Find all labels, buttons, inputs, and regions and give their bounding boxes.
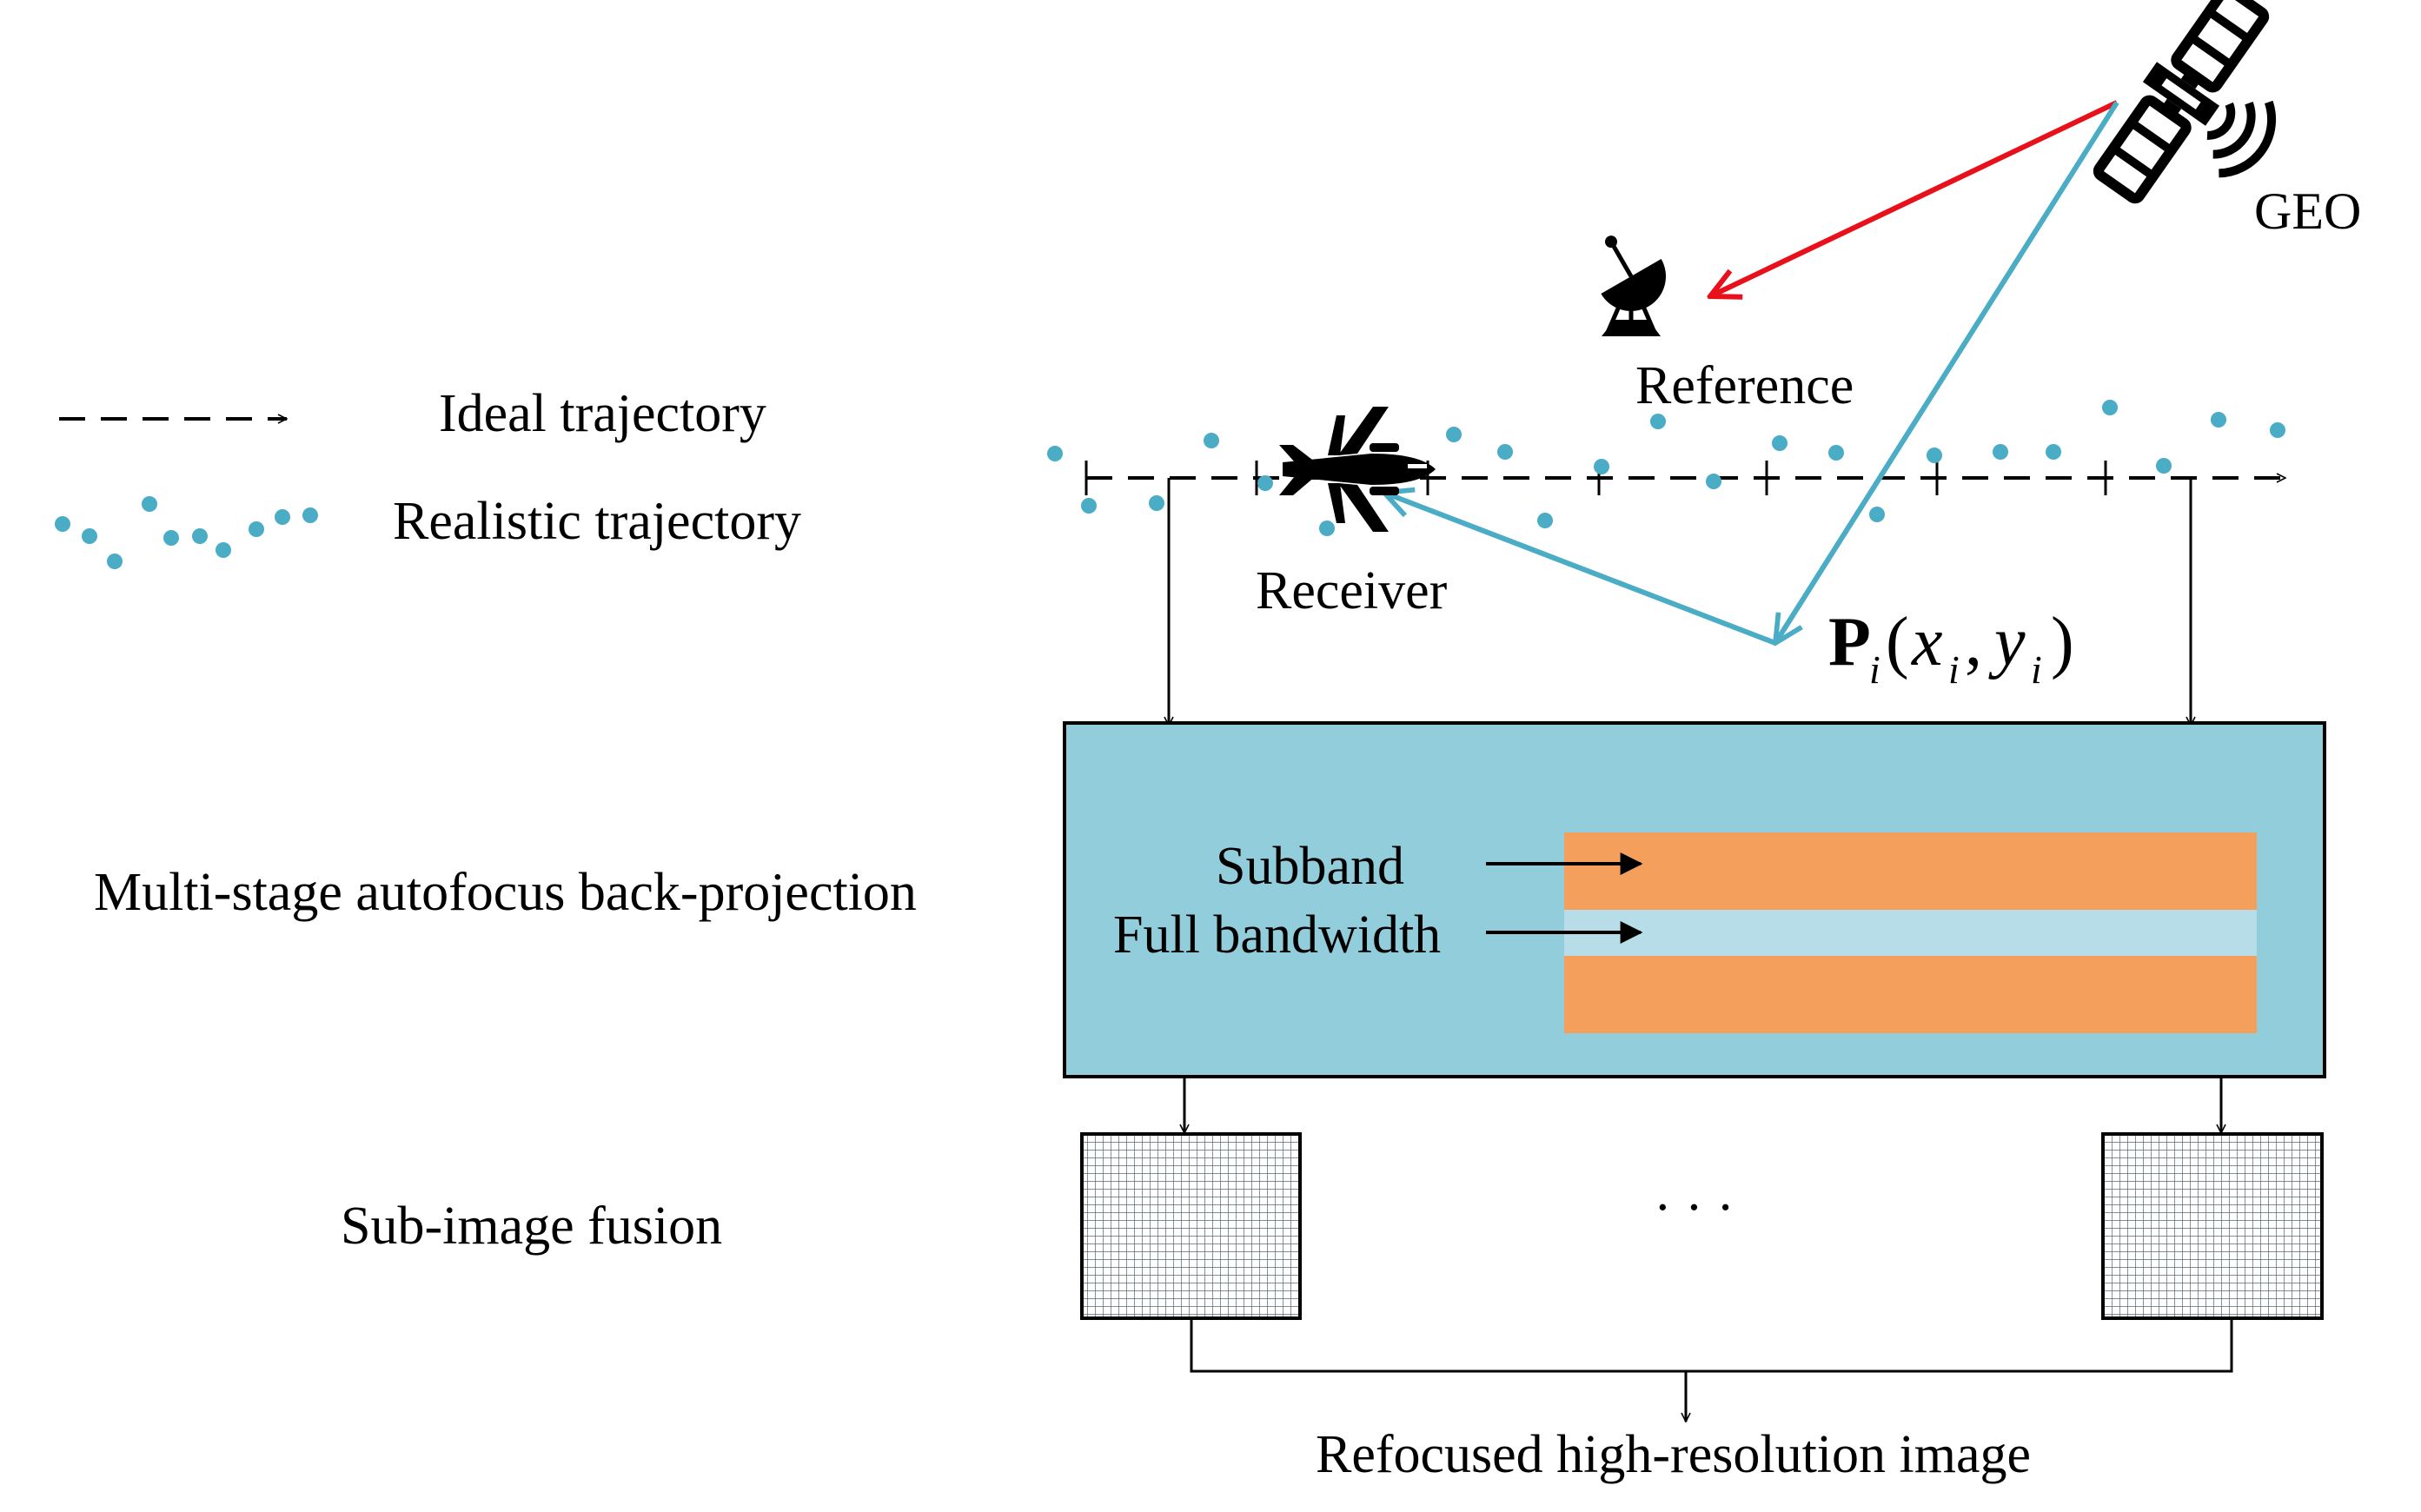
legend-realistic-dots: [55, 496, 318, 569]
sub-image-left: [1080, 1132, 1302, 1320]
point-y-sub: i: [2031, 647, 2042, 692]
airplane-icon: [1279, 407, 1436, 532]
geo-label: GEO: [2254, 182, 2361, 240]
fusion-stage-label: Sub-image fusion: [341, 1197, 722, 1256]
point-comma: ,: [1965, 604, 1982, 680]
realistic-trajectory: [1047, 400, 2285, 536]
full-bandwidth-bar: [1564, 910, 2257, 956]
ellipsis: · · ·: [1654, 1178, 1734, 1237]
subband-bar-top: [1564, 832, 2257, 910]
receiver-label: Receiver: [1256, 561, 1448, 620]
scattered-signal-incident: [1775, 101, 2119, 643]
point-close-paren: ): [2051, 604, 2074, 680]
point-open-paren: (: [1886, 604, 1909, 680]
full-bandwidth-label: Full bandwidth: [1113, 905, 1441, 965]
point-x-sub: i: [1948, 647, 1960, 692]
sub-image-right: [2101, 1132, 2324, 1320]
direct-signal-arrow: [1710, 100, 2119, 296]
output-label: Refocused high-resolution image: [1316, 1425, 2031, 1484]
backprojection-stage-label: Multi-stage autofocus back-projection: [94, 863, 917, 922]
satellite-icon: [2093, 0, 2277, 204]
legend-ideal-label: Ideal trajectory: [439, 384, 766, 443]
subband-bar-bottom: [1564, 956, 2257, 1033]
point-P: P: [1828, 604, 1871, 680]
point-y: y: [1988, 604, 2026, 680]
satellite-dish-icon: [1601, 235, 1666, 336]
fusion-connector: [1190, 1318, 2233, 1373]
target-point-label: P i ( x i , y i ): [1828, 604, 2074, 692]
reference-label: Reference: [1635, 356, 1854, 415]
scattered-signal-reflected: [1384, 493, 1777, 646]
point-sub-i: i: [1869, 647, 1880, 692]
point-x: x: [1911, 604, 1943, 680]
legend: Ideal trajectory Realistic trajectory: [55, 384, 801, 569]
subband-label: Subband: [1216, 837, 1404, 896]
legend-realistic-label: Realistic trajectory: [393, 492, 801, 551]
ideal-trajectory: [1084, 461, 2285, 495]
